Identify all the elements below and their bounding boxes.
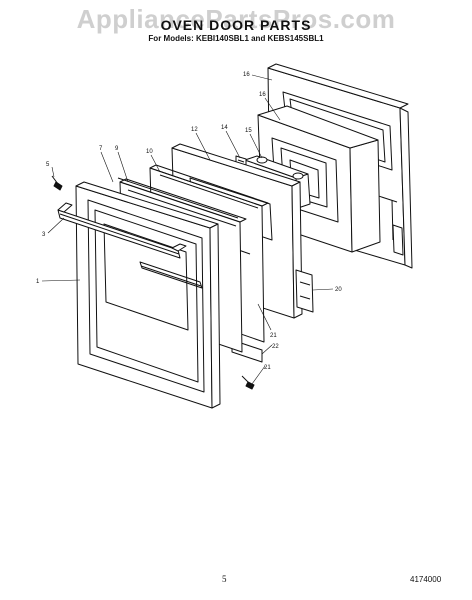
callout-14: 14 xyxy=(221,125,228,131)
part-bracket-20 xyxy=(295,269,314,313)
watermark-logo: AppliancePartsPros.com xyxy=(76,4,396,34)
callout-12: 12 xyxy=(191,127,198,133)
callout-16-panel: 16 xyxy=(243,72,250,78)
diagram-number: 4174000 xyxy=(410,575,442,584)
callout-9: 9 xyxy=(115,146,119,152)
callout-15: 15 xyxy=(245,128,252,134)
part-screw-5 xyxy=(51,175,63,191)
page-number: 5 xyxy=(222,574,227,584)
part-outer-door xyxy=(75,181,221,409)
callout-5: 5 xyxy=(46,162,50,168)
model-subtitle: For Models: KEBI140SBL1 and KEBS145SBL1 xyxy=(148,34,324,43)
callout-22: 22 xyxy=(272,344,279,350)
callout-10: 10 xyxy=(146,149,153,155)
part-door-handle xyxy=(57,202,187,259)
part-screw-21 xyxy=(241,375,255,390)
callout-7: 7 xyxy=(99,146,103,152)
callout-20: 20 xyxy=(335,287,342,293)
leader-lines xyxy=(41,74,334,385)
callout-3: 3 xyxy=(42,232,46,238)
callout-21-upper: 21 xyxy=(270,333,277,339)
callout-labels: 5 7 9 10 12 14 15 16 16 3 1 20 21 22 21 xyxy=(36,72,342,371)
callout-1: 1 xyxy=(36,279,40,285)
callout-21-lower: 21 xyxy=(264,365,271,371)
callout-16-liner: 16 xyxy=(259,92,266,98)
page-title: OVEN DOOR PARTS xyxy=(160,17,312,33)
